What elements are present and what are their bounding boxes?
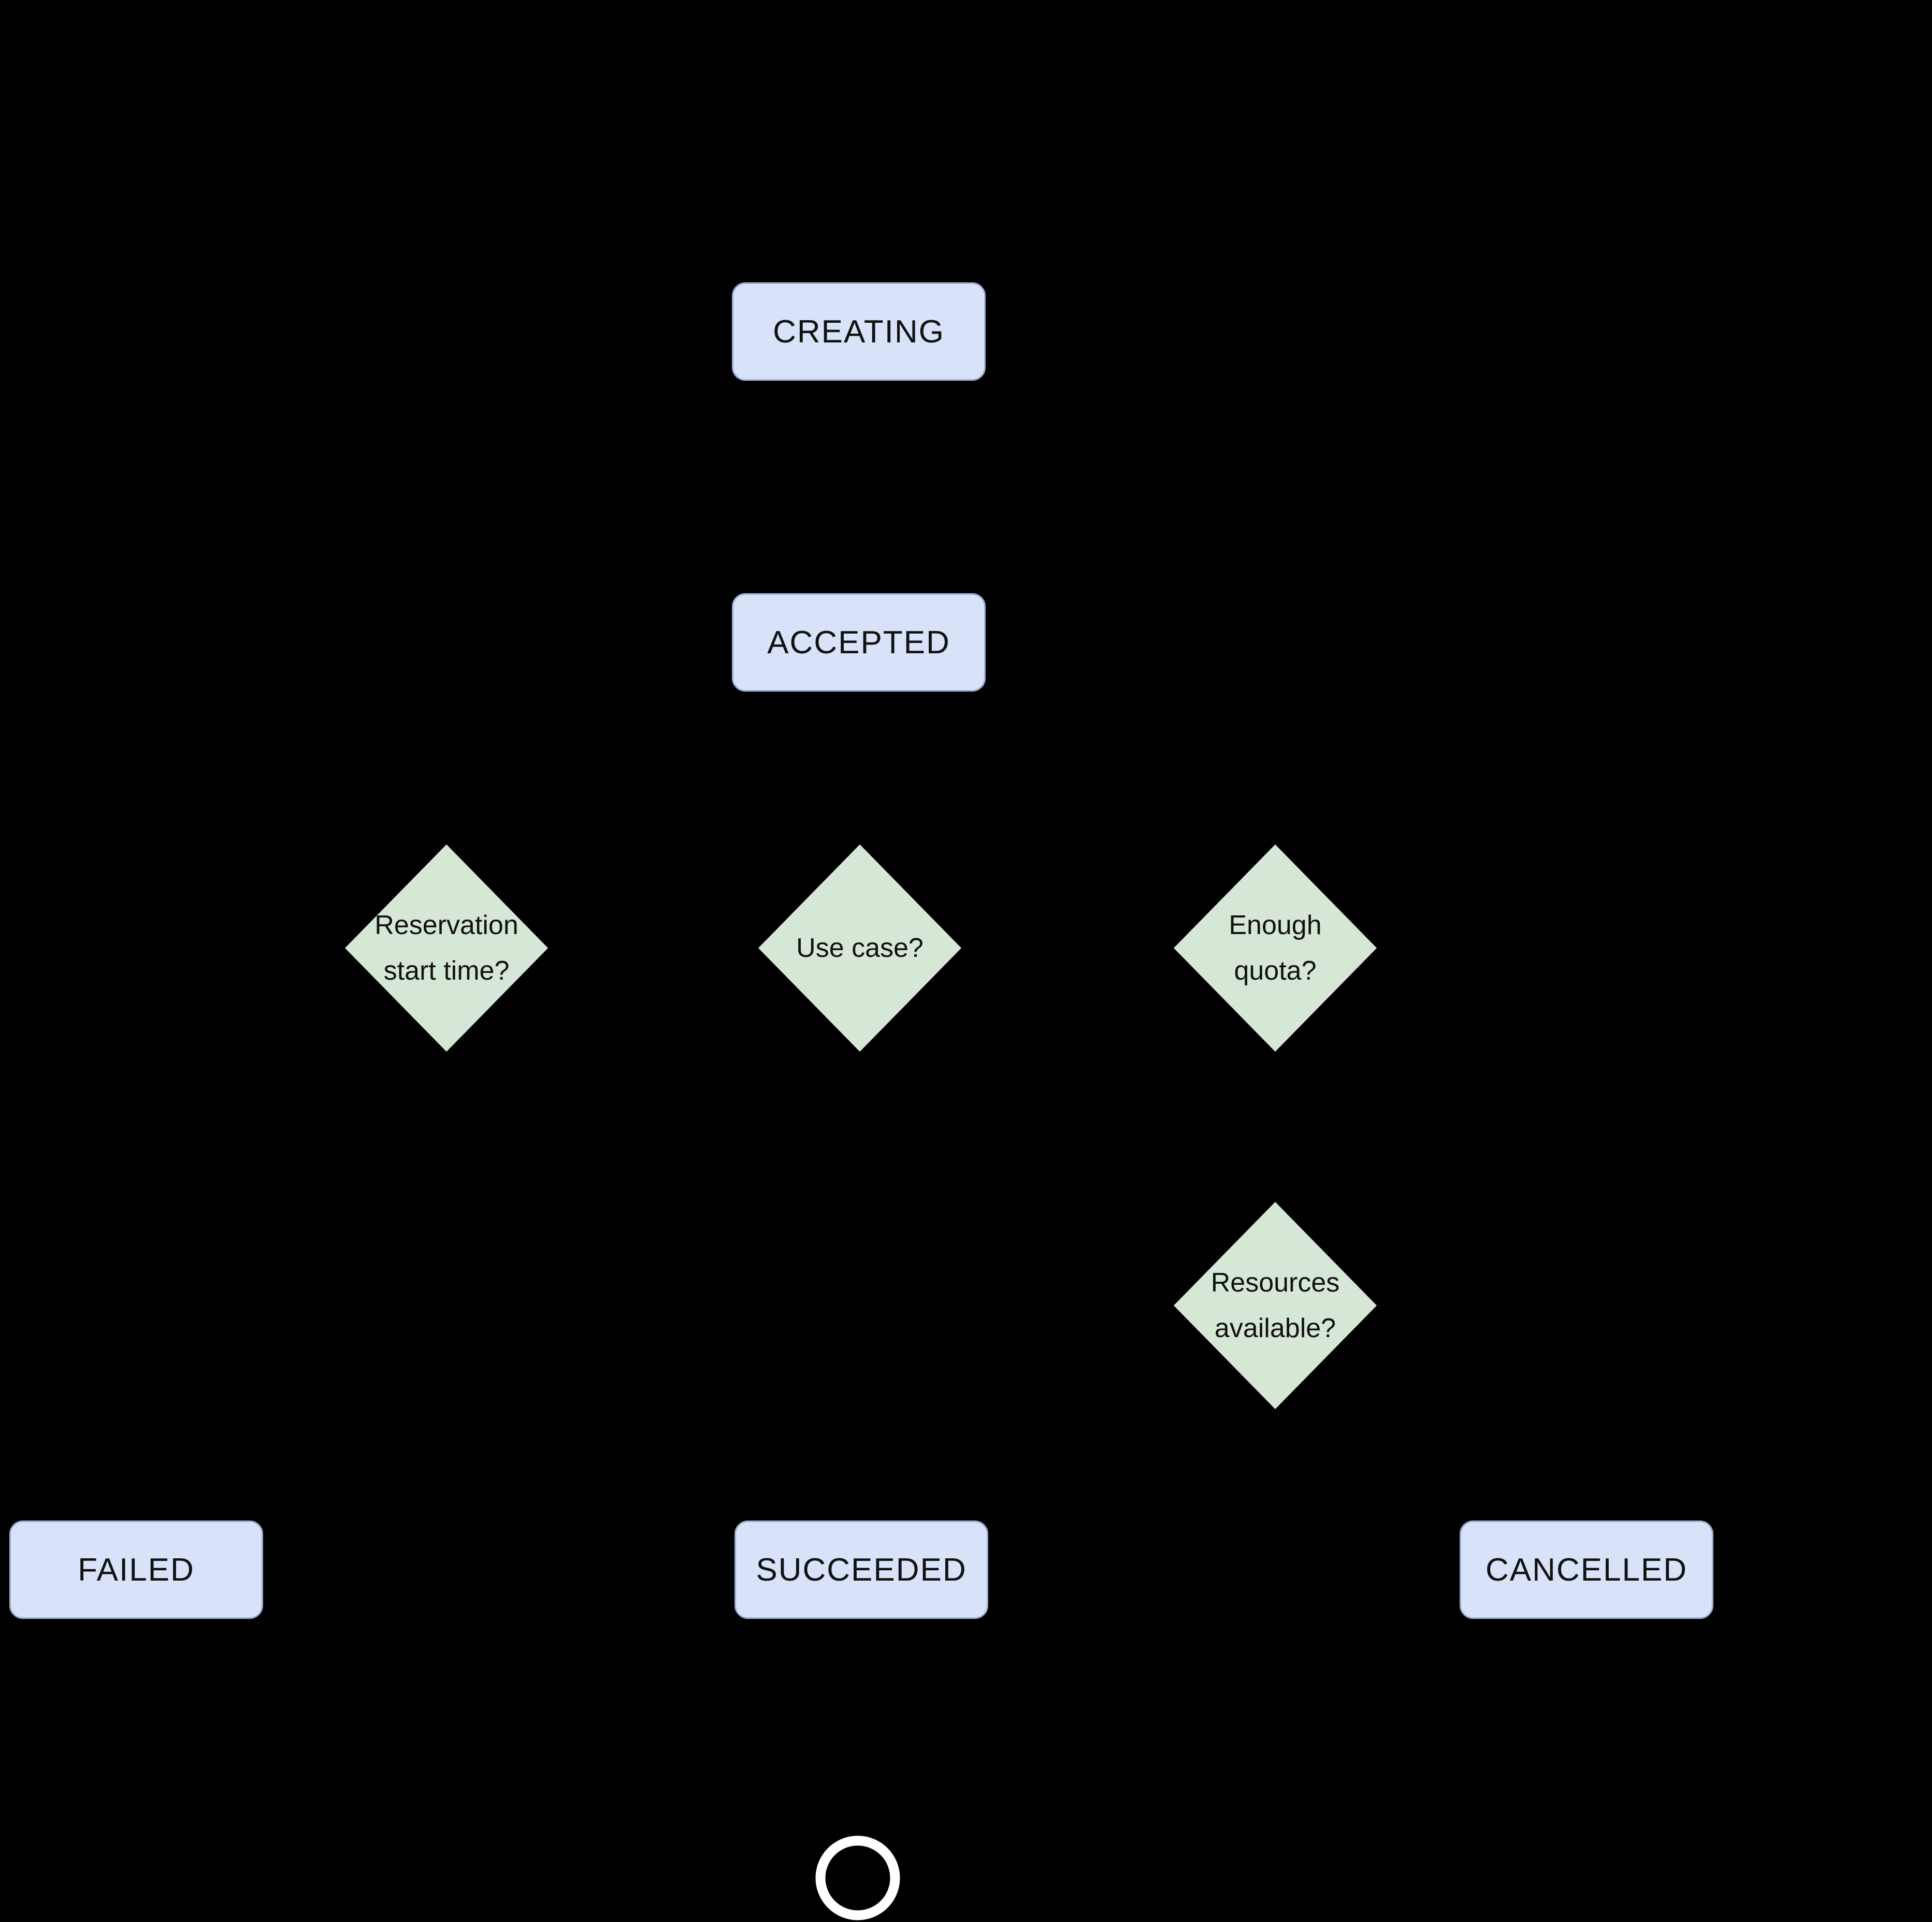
state-failed: FAILED (9, 1521, 263, 1619)
decision-label-line: available? (1214, 1313, 1336, 1343)
end-state-circle (812, 1832, 903, 1922)
decision-label-line: start time? (383, 956, 510, 986)
decision-resources-available: Resources available? (1174, 1202, 1377, 1409)
decision-reservation-start-time: Reservation start time? (345, 844, 548, 1052)
decision-label-line: Reservation (374, 910, 518, 940)
state-cancelled: CANCELLED (1460, 1521, 1713, 1619)
decision-label-line: Enough (1229, 910, 1322, 940)
decision-label-line: Resources (1210, 1267, 1340, 1298)
state-succeeded: SUCCEEDED (734, 1521, 988, 1619)
state-accepted: ACCEPTED (732, 593, 986, 692)
decision-use-case: Use case? (758, 844, 961, 1052)
end-state-ring (815, 1835, 900, 1920)
decision-label-line: quota? (1234, 956, 1317, 986)
decision-enough-quota: Enough quota? (1174, 844, 1377, 1052)
state-creating: CREATING (732, 282, 986, 381)
decision-label-line: Use case? (796, 933, 924, 963)
